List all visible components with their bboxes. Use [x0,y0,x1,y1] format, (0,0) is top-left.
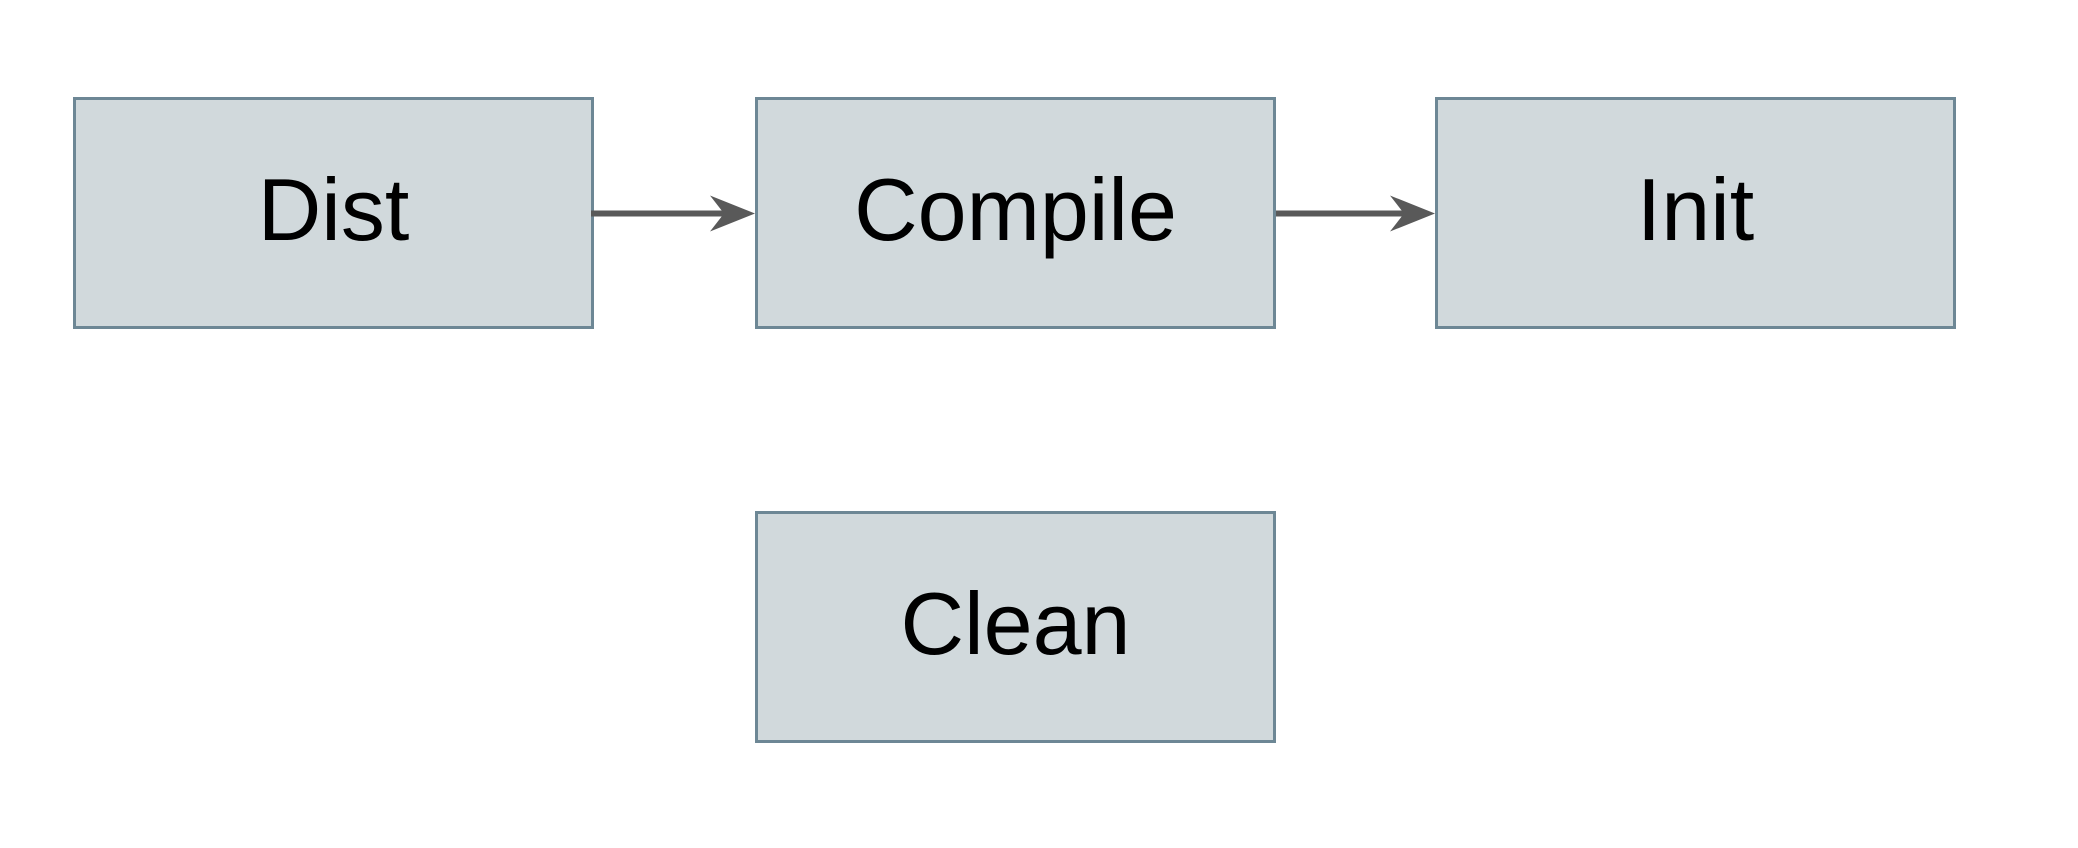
node-clean-label: Clean [900,574,1131,673]
node-compile-label: Compile [854,160,1177,259]
node-compile: Compile [755,97,1276,329]
node-dist-label: Dist [257,160,410,259]
node-init: Init [1435,97,1956,329]
node-clean: Clean [755,511,1276,743]
right-arrow-icon [1276,195,1435,232]
arrow-dist-to-compile [591,185,755,242]
right-arrow-icon [591,195,755,232]
arrow-compile-to-init [1276,185,1435,242]
node-init-label: Init [1636,160,1755,259]
node-dist: Dist [73,97,594,329]
